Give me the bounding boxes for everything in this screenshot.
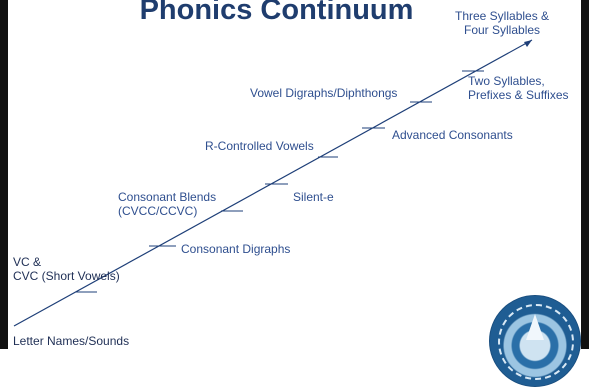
- continuum-arrowhead: [524, 40, 532, 47]
- stage-label-vc-cvc: VC & CVC (Short Vowels): [13, 255, 120, 283]
- page-title: Phonics Continuum: [139, 0, 414, 26]
- stage-label-three-four-syllables: Three Syllables & Four Syllables: [455, 9, 549, 37]
- stage-label-line: CVC (Short Vowels): [13, 269, 120, 283]
- slide-frame: [0, 0, 589, 349]
- stage-label-line: (CVCC/CCVC): [118, 204, 198, 218]
- stage-label-advanced-consonants: Advanced Consonants: [392, 128, 513, 142]
- stage-label-silent-e: Silent-e: [293, 190, 334, 204]
- stage-label-consonant-blends: Consonant Blends (CVCC/CCVC): [118, 190, 216, 218]
- stage-label-line: Vowel Digraphs/Diphthongs: [250, 86, 398, 100]
- continuum-diagram: [13, 39, 533, 327]
- continuum-line: [13, 39, 533, 327]
- stage-label-line: Four Syllables: [464, 23, 541, 37]
- stage-label-line: Prefixes & Suffixes: [468, 88, 569, 102]
- stage-label-line: Consonant Digraphs: [181, 242, 291, 256]
- stage-label-line: Letter Names/Sounds: [13, 334, 130, 348]
- stage-label-two-syllables: Two Syllables, Prefixes & Suffixes: [468, 74, 569, 102]
- stage-label-r-controlled: R-Controlled Vowels: [205, 139, 314, 153]
- stage-label-vowel-digraphs: Vowel Digraphs/Diphthongs: [250, 86, 397, 100]
- stage-label-line: Advanced Consonants: [392, 128, 513, 142]
- stage-label-line: Two Syllables,: [468, 74, 545, 88]
- stage-label-line: Consonant Blends: [118, 190, 217, 204]
- seal-emblem-icon: [526, 314, 544, 340]
- school-seal-logo: [489, 295, 581, 387]
- stage-label-consonant-digraphs: Consonant Digraphs: [181, 242, 290, 256]
- stage-label-line: Silent-e: [293, 190, 334, 204]
- stage-label-line: VC &: [13, 255, 42, 269]
- stage-label-line: R-Controlled Vowels: [205, 139, 314, 153]
- stage-label-letter-names: Letter Names/Sounds: [13, 334, 129, 348]
- tick-marks: [76, 70, 484, 293]
- stage-label-line: Three Syllables &: [455, 9, 550, 23]
